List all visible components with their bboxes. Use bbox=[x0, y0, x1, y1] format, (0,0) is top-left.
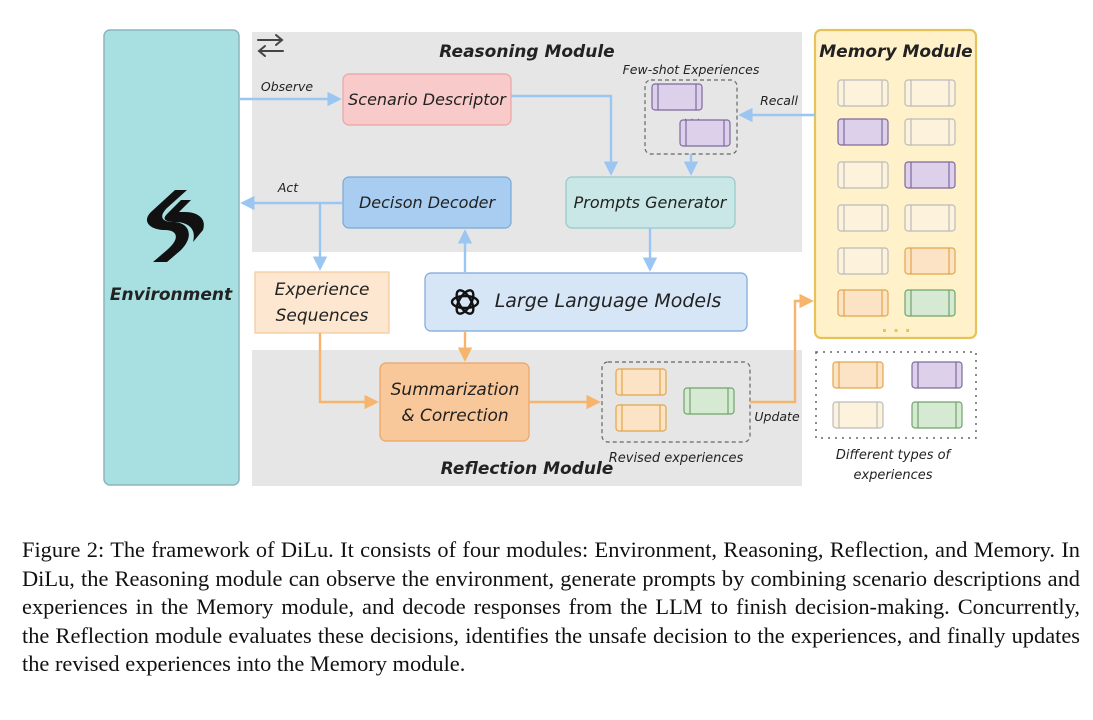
experience-sequences-line2: Sequences bbox=[276, 306, 369, 326]
prompts-generator-label: Prompts Generator bbox=[574, 193, 728, 212]
memory-experience-card bbox=[904, 289, 956, 317]
legend-experience-card bbox=[832, 361, 884, 389]
scenario-descriptor-box bbox=[342, 73, 512, 126]
figure-caption-text: The framework of DiLu. It consists of fo… bbox=[22, 537, 1080, 677]
update-label: Update bbox=[754, 409, 800, 424]
memory-experience-card bbox=[904, 118, 956, 146]
few-shot-experience-card bbox=[651, 83, 703, 111]
update-arrow bbox=[750, 293, 814, 404]
memory-experience-card bbox=[837, 79, 889, 107]
summarization-label-line2: & Correction bbox=[401, 406, 508, 426]
revised-experience-card bbox=[683, 387, 735, 415]
openai-logo-icon bbox=[450, 289, 480, 315]
memory-module-title: Memory Module bbox=[819, 42, 972, 62]
memory-ellipsis: . . . bbox=[881, 317, 910, 336]
summarization-correction-box bbox=[379, 362, 530, 442]
legend-experience-card bbox=[911, 401, 963, 429]
legend-experience-card bbox=[911, 361, 963, 389]
revised-experiences-label: Revised experiences bbox=[609, 451, 744, 466]
observe-label: Observe bbox=[261, 79, 314, 94]
experience-sequences-line1: Experience bbox=[275, 280, 370, 300]
revised-experience-card bbox=[615, 404, 667, 432]
svg-text:. . .: . . . bbox=[684, 112, 700, 123]
reflection-module-title: Reflection Module bbox=[441, 459, 614, 479]
reasoning-module-title: Reasoning Module bbox=[439, 42, 614, 62]
figure-caption-label: Figure 2: bbox=[22, 537, 105, 562]
llm-label: Large Language Models bbox=[495, 290, 722, 312]
environment-label: Environment bbox=[110, 285, 233, 305]
few-shot-experiences-container bbox=[644, 79, 738, 155]
revised-experiences-container bbox=[601, 361, 751, 443]
memory-experience-card bbox=[837, 247, 889, 275]
experience-types-legend bbox=[815, 351, 977, 439]
experience-to-summarization-arrow bbox=[318, 333, 379, 410]
scenario-descriptor-label: Scenario Descriptor bbox=[348, 90, 507, 109]
recall-label: Recall bbox=[760, 93, 798, 108]
memory-experience-card bbox=[904, 247, 956, 275]
scenario-to-prompts-arrow bbox=[511, 94, 619, 176]
memory-experience-card bbox=[904, 79, 956, 107]
few-shot-experience-card bbox=[679, 119, 731, 147]
figure-caption: Figure 2: The framework of DiLu. It cons… bbox=[22, 536, 1080, 679]
road-icon bbox=[146, 190, 204, 262]
legend-experience-card bbox=[832, 401, 884, 429]
memory-experience-card bbox=[904, 204, 956, 232]
act-label: Act bbox=[277, 180, 299, 195]
memory-experience-card bbox=[904, 161, 956, 189]
cycle-icon bbox=[257, 34, 284, 57]
summarization-label-line1: Summarization bbox=[391, 380, 520, 400]
memory-experience-card bbox=[837, 118, 889, 146]
llm-box bbox=[424, 272, 748, 332]
memory-experience-card bbox=[837, 289, 889, 317]
memory-experience-card bbox=[837, 204, 889, 232]
experience-types-label-line2: experiences bbox=[853, 468, 932, 483]
decision-decoder-label: Decison Decoder bbox=[359, 193, 497, 212]
experience-sequences-box bbox=[254, 271, 390, 334]
revised-experience-card bbox=[615, 368, 667, 396]
dilu-framework-diagram: Environment Reasoning Module Scenario De… bbox=[103, 28, 978, 486]
memory-experience-card bbox=[837, 161, 889, 189]
experience-types-label-line1: Different types of bbox=[836, 448, 953, 463]
few-shot-experiences-label: Few-shot Experiences bbox=[623, 62, 760, 77]
